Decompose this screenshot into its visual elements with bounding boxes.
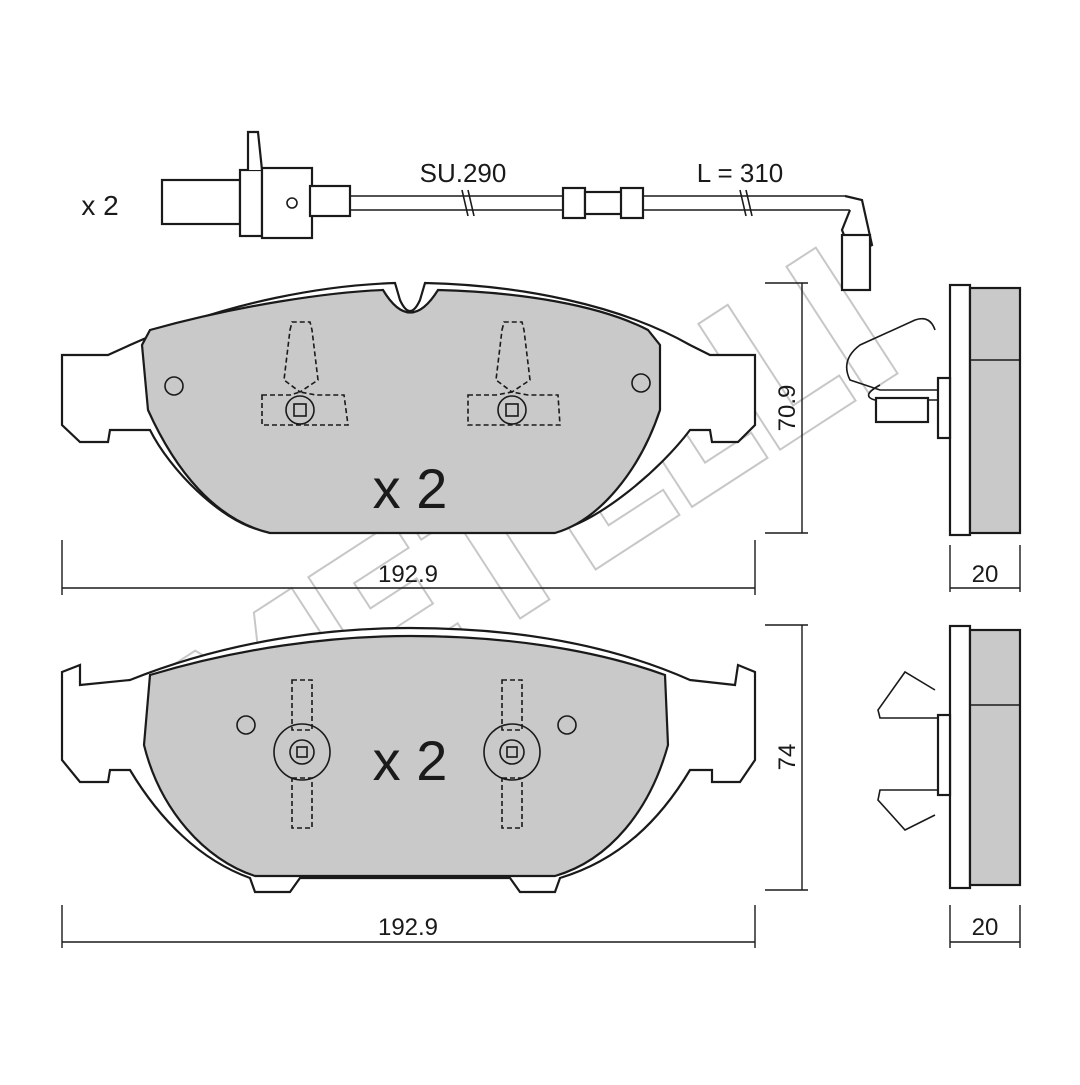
sensor-cable-boot <box>308 184 352 218</box>
pad-bottom-side-plate <box>948 624 972 890</box>
pad-bottom-quantity: x 2 <box>373 729 448 792</box>
pad-bottom-hole-right <box>557 715 577 735</box>
sensor-probe-tip <box>840 233 872 292</box>
wear-sensor: x 2 SU.290 L = 310 <box>81 130 874 292</box>
sensor-cable-break-2 <box>739 189 753 217</box>
sensor-plug-flange <box>238 168 264 238</box>
pad-bottom-side-spring-lower <box>877 789 945 831</box>
pad-bottom-side-view: 20 <box>877 624 1022 948</box>
pad-bottom-width-dimension: 192.9 <box>61 905 756 948</box>
pad-bottom-side-spring-upper <box>877 670 945 719</box>
pad-top-side-tab <box>874 396 930 424</box>
pad-bottom-side-friction <box>968 628 1022 887</box>
pad-top-pin-left <box>261 321 349 426</box>
sensor-code: SU.290 <box>420 158 507 188</box>
pad-top-hole-left <box>164 376 184 396</box>
pad-bottom-height: 74 <box>774 744 801 771</box>
sensor-length: L = 310 <box>697 158 784 188</box>
pad-bottom-friction-material <box>142 634 670 878</box>
pad-top-height: 70.9 <box>774 385 801 432</box>
sensor-quantity: x 2 <box>81 190 118 221</box>
pad-bottom-side-boss <box>936 713 952 797</box>
pad-bottom-front-view: x 2 <box>60 626 757 894</box>
sensor-grommet-1 <box>561 186 587 220</box>
sensor-cable-break <box>461 189 475 217</box>
pad-top-width: 192.9 <box>378 561 438 588</box>
sensor-grommet-2 <box>619 186 645 220</box>
pad-top-width-dimension: 192.9 <box>61 540 756 595</box>
pad-top-pin-right <box>467 321 561 426</box>
sensor-grommet-link <box>583 190 625 216</box>
pad-top-thickness: 20 <box>972 561 999 588</box>
pad-bottom-hole-left <box>236 715 256 735</box>
pad-top-side-plate <box>948 283 972 537</box>
pad-top-side-spring <box>845 317 945 401</box>
pad-top-quantity: x 2 <box>373 457 448 520</box>
pad-top-front-view: x 2 <box>60 281 757 535</box>
sensor-housing-hole <box>286 197 298 209</box>
sensor-plug <box>160 178 242 226</box>
pad-top-friction-material <box>140 288 662 535</box>
pad-bottom-pin-left <box>273 679 331 829</box>
pad-top-hole-right <box>631 373 651 393</box>
pad-top-side-friction <box>968 286 1022 535</box>
pad-bottom-height-dimension: 74 <box>765 624 808 891</box>
pad-top-height-dimension: 70.9 <box>765 282 808 534</box>
sensor-clip <box>246 130 264 171</box>
pad-bottom-pin-right <box>483 679 541 829</box>
pad-top-side-boss <box>936 376 952 440</box>
pad-bottom-width: 192.9 <box>378 914 438 941</box>
pad-top-side-view: 20 <box>845 283 1022 592</box>
pad-bottom-thickness: 20 <box>972 914 999 941</box>
